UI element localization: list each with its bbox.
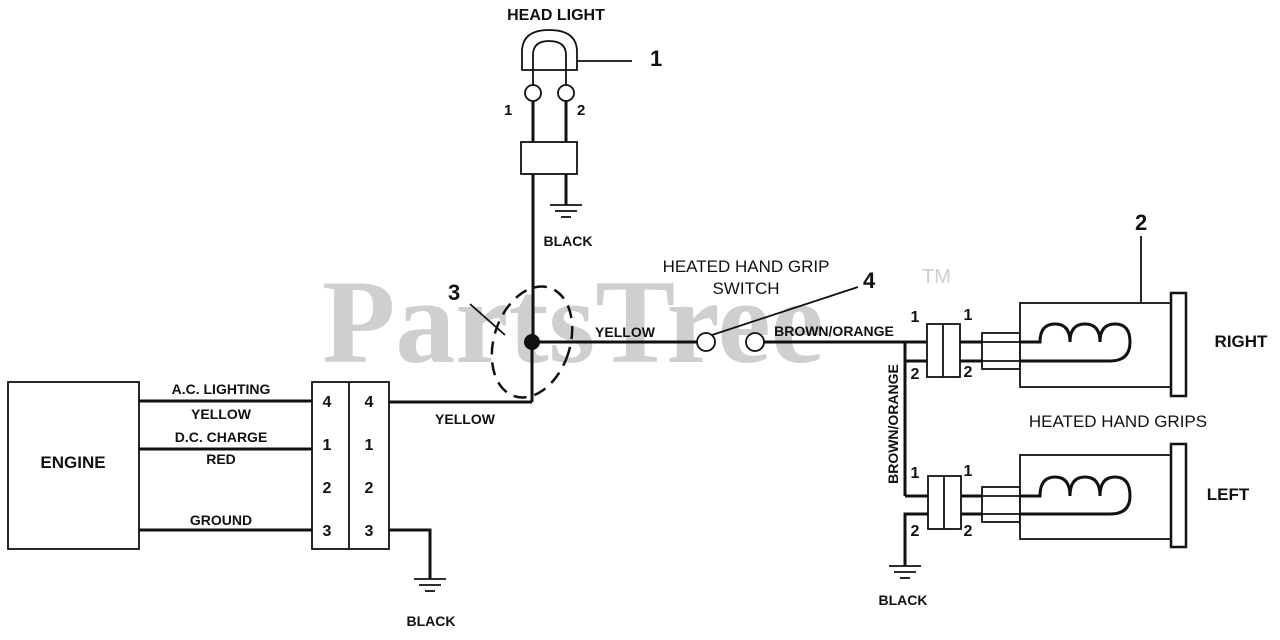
brown-orange-vertical-label: BROWN/ORANGE [885,364,901,484]
callout-3: 3 [448,280,460,305]
grips-ground-wire [903,512,928,566]
right-grip-pin-2-outer: 2 [911,366,920,383]
connector-left-pin-1: 1 [323,437,332,454]
watermark-text: PartsTree [322,255,824,388]
left-grip: 1 1 2 2 LEFT BLACK [879,442,1250,608]
connector-ground-label: BLACK [407,613,456,629]
main-connector: 4 1 2 3 4 1 2 3 BLACK [311,381,456,629]
right-grip-pin-2-inner: 2 [964,364,973,381]
yellow-wire-lower-label: YELLOW [435,411,496,427]
watermark: PartsTree TM [322,255,951,388]
headlight-title: HEAD LIGHT [507,7,605,24]
engine-box [7,381,140,550]
connector-left-pin-2: 2 [323,480,332,497]
switch-title-line2: SWITCH [712,279,779,298]
headlight-pin-1-label: 1 [504,102,512,119]
connector-right-pin-2: 2 [365,480,374,497]
switch-contact-right [745,332,765,352]
left-grip-pin-2-inner: 2 [964,523,973,540]
left-grip-end [1169,442,1188,549]
left-grip-plug [981,486,1021,523]
brown-orange-wire-label: BROWN/ORANGE [774,323,894,339]
switch-contact-left [696,332,716,352]
left-grip-pin-2-outer: 2 [911,523,920,540]
connector-body [311,381,390,550]
headlight-pin-2-label: 2 [577,102,585,119]
headlight-pin-1 [524,84,542,102]
splice-highlight [490,285,574,399]
headlight-bulb-outer [521,29,578,71]
left-grip-pin-1-outer: 1 [911,465,920,482]
right-grip-end [1169,291,1188,398]
connector-left-pin-4: 4 [323,394,332,411]
headlight-ground-label: BLACK [544,233,593,249]
ground-label: GROUND [190,512,252,528]
ac-lighting-label: A.C. LIGHTING [172,381,271,397]
connector-ground-wire [389,528,432,579]
right-grip: 2 1 1 2 2 RIGHT [905,210,1269,398]
headlight-connector [520,141,578,175]
left-grip-body [1019,454,1172,540]
connector-right-pin-4: 4 [365,394,374,411]
engine-label: ENGINE [40,453,105,472]
left-grip-pin-1-inner: 1 [964,463,973,480]
right-grip-pin-1-outer: 1 [911,309,920,326]
heated-grip-switch: HEATED HAND GRIP SWITCH 4 [663,257,876,352]
callout-4: 4 [863,268,876,293]
headlight: HEAD LIGHT 1 1 2 BLACK [504,7,662,342]
callout-4-leader [711,286,859,336]
right-grip-label: RIGHT [1215,332,1269,351]
dc-charge-label: D.C. CHARGE [175,429,268,445]
callout-1: 1 [650,46,662,71]
switch-title-line1: HEATED HAND GRIP [663,257,830,276]
watermark-tm: TM [922,266,951,288]
right-grip-heater-coil-icon [1020,322,1132,363]
grips-ground-label: BLACK [879,592,928,608]
callout-2: 2 [1135,210,1147,235]
right-grip-pin-1-inner: 1 [964,307,973,324]
right-grip-plug [981,332,1021,370]
right-grip-body [1019,302,1172,388]
engine: ENGINE A.C. LIGHTING YELLOW D.C. CHARGE … [7,381,312,550]
connector-left-pin-3: 3 [323,523,332,540]
heated-hand-grips-title: HEATED HAND GRIPS [1029,412,1207,431]
yellow-wire-upper-label: YELLOW [595,324,656,340]
connector-right-pin-1: 1 [365,437,374,454]
connector-right-pin-3: 3 [365,523,374,540]
headlight-bulb-inner [532,40,567,70]
left-grip-label: LEFT [1207,485,1250,504]
red-label: RED [206,451,236,467]
yellow-label: YELLOW [191,406,252,422]
headlight-pin-2 [557,84,575,102]
callout-3-leader [469,303,506,336]
left-grip-heater-coil-icon [1020,475,1132,516]
